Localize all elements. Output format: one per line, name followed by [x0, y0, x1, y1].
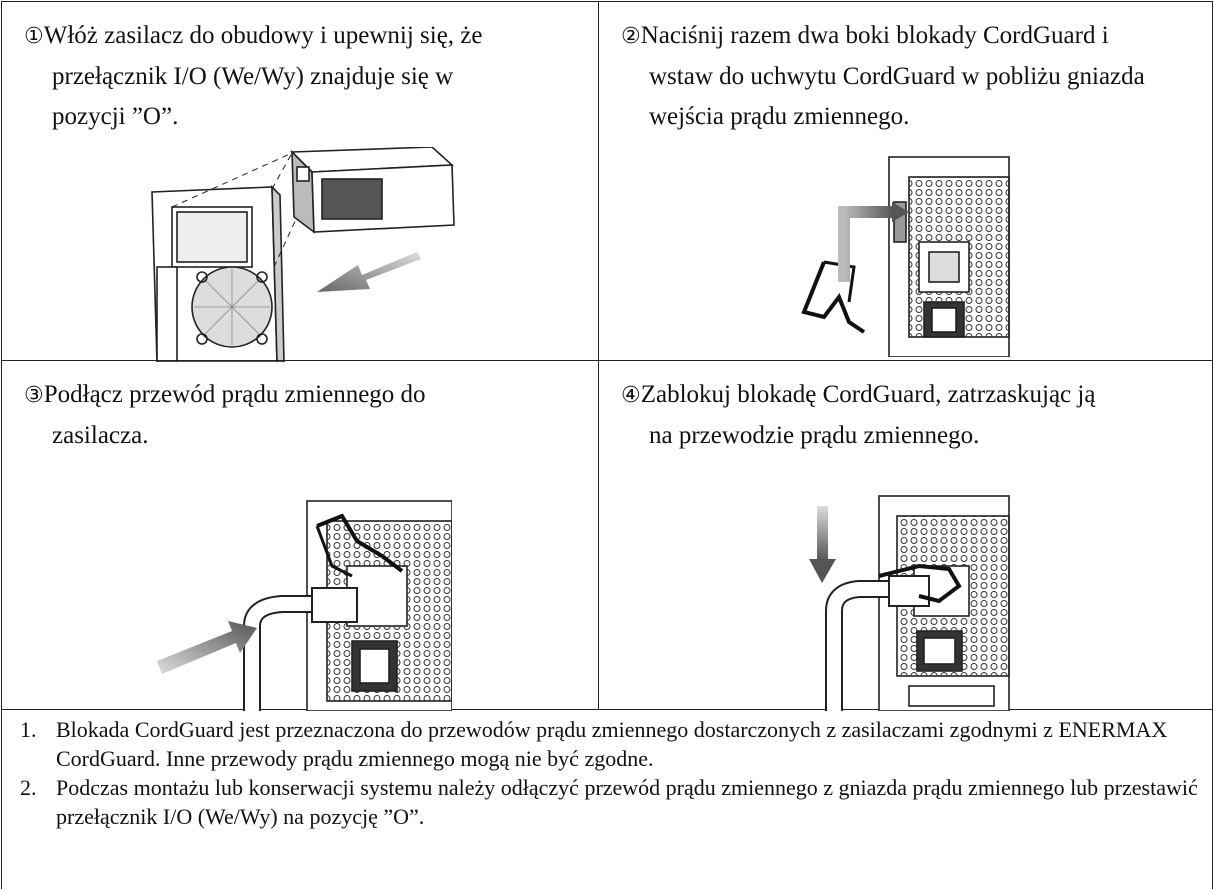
step-4-text: ④Zablokuj blokadę CordGuard, zatrzaskują… — [621, 375, 1198, 456]
note-item: 1. Blokada CordGuard jest przeznaczona d… — [2, 715, 1212, 773]
step-line: przełącznik I/O (We/Wy) znajduje się w p… — [52, 63, 454, 130]
step-4-cell: ④Zablokuj blokadę CordGuard, zatrzaskują… — [598, 360, 1213, 711]
step-number: ② — [621, 24, 641, 49]
lock-cordguard-illustration — [809, 495, 1010, 711]
note-number: 1. — [20, 717, 37, 742]
step-line: na przewodzie prądu zmiennego. — [649, 422, 980, 449]
step-3-text: ③Podłącz przewód prądu zmiennego do zasi… — [24, 375, 584, 456]
note-text: Podczas montażu lub konserwacji systemu … — [56, 775, 1198, 829]
step-line: Podłącz przewód prądu zmiennego do — [43, 381, 426, 408]
step-line: Zablokuj blokadę CordGuard, zatrzaskując… — [640, 381, 1096, 408]
note-item: 2. Podczas montażu lub konserwacji syste… — [2, 773, 1212, 831]
step-line: zasilacza. — [52, 422, 149, 449]
step-number: ① — [24, 24, 44, 49]
note-number: 2. — [20, 775, 37, 800]
step-number: ④ — [621, 383, 641, 408]
cordguard-insert-illustration — [801, 156, 1010, 357]
step-line: wstaw do uchwytu CordGuard w pobliżu gni… — [649, 63, 1145, 130]
step-number: ③ — [24, 383, 44, 408]
step-line: Włóż zasilacz do obudowy i upewnij się, … — [43, 22, 483, 49]
step-2-cell: ②Naciśnij razem dwa boki blokady CordGua… — [598, 1, 1213, 361]
plug-in-cord-illustration — [157, 500, 452, 711]
psu-insert-illustration — [151, 147, 455, 362]
step-2-text: ②Naciśnij razem dwa boki blokady CordGua… — [621, 16, 1198, 137]
note-text: Blokada CordGuard jest przeznaczona do p… — [56, 717, 1168, 771]
step-line: Naciśnij razem dwa boki blokady CordGuar… — [640, 22, 1109, 49]
notes-section: 1. Blokada CordGuard jest przeznaczona d… — [1, 709, 1213, 889]
step-1-text: ①Włóż zasilacz do obudowy i upewnij się,… — [24, 16, 584, 137]
step-3-cell: ③Podłącz przewód prądu zmiennego do zasi… — [1, 360, 599, 711]
step-1-cell: ①Włóż zasilacz do obudowy i upewnij się,… — [1, 1, 599, 362]
